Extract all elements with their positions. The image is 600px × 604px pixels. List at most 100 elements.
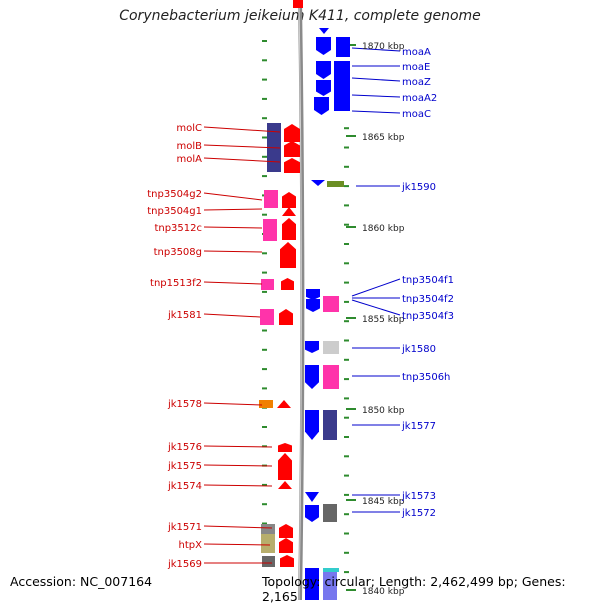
gene-reverse	[278, 453, 292, 480]
gene-label-left: tnp1513f2	[150, 278, 202, 289]
scale-label: 1840 kbp	[362, 587, 405, 597]
gene-leader-left	[203, 543, 271, 546]
gene-leader-right	[351, 77, 401, 82]
gene-leader-right	[351, 110, 401, 114]
tick-mark-right	[344, 378, 349, 381]
gene-reverse	[280, 242, 296, 268]
tick-mark-left	[262, 368, 267, 371]
gene-reverse	[279, 538, 293, 553]
gene-forward	[311, 180, 325, 186]
scale-tick	[346, 44, 356, 46]
gene-leader-left	[203, 484, 273, 487]
tick-mark-left	[262, 78, 267, 81]
gene-leader-left	[203, 313, 261, 318]
tick-mark-left	[262, 136, 267, 139]
gene-label-right: tnp3504f2	[402, 294, 454, 305]
gene-reverse	[279, 309, 293, 325]
gene-leader-left	[203, 525, 273, 529]
tick-mark-right	[344, 532, 349, 535]
gene-leader-right	[351, 94, 401, 98]
gene-label-right: tnp3504f3	[402, 311, 454, 322]
tick-mark-right	[344, 204, 349, 207]
gene-reverse	[282, 192, 296, 208]
tick-mark-left	[262, 329, 267, 332]
tick-mark-right	[344, 455, 349, 458]
tick-mark-right	[344, 397, 349, 400]
gene-label-left: tnp3504g2	[147, 189, 202, 200]
gene-leader-left	[203, 250, 263, 253]
gene-label-right: moaC	[402, 109, 431, 120]
gene-forward	[305, 410, 319, 440]
gene-leader-right	[351, 278, 401, 297]
gene-forward	[316, 61, 331, 79]
gene-box-silver	[323, 341, 339, 354]
gene-label-left: jk1571	[167, 522, 202, 533]
tick-mark-left	[262, 483, 267, 486]
gene-reverse	[282, 207, 296, 216]
gene-forward	[305, 568, 319, 600]
tick-mark-left	[262, 290, 267, 293]
gene-box-indigo	[323, 410, 337, 440]
tick-mark-left	[262, 252, 267, 255]
gene-label-left: jk1581	[167, 310, 202, 321]
tick-mark-right	[344, 416, 349, 419]
gene-label-left: jk1576	[167, 442, 202, 453]
tick-mark-left	[262, 59, 267, 62]
tick-mark-right	[344, 165, 349, 168]
tick-mark-left	[262, 522, 267, 525]
tick-mark-left	[262, 213, 267, 216]
gene-label-left: htpX	[179, 540, 203, 551]
gene-label-left: jk1574	[167, 481, 202, 492]
gene-leader-left	[203, 281, 263, 285]
gene-label-right: moaA2	[402, 93, 437, 104]
scale-label: 1850 kbp	[362, 406, 405, 416]
gene-leader-left	[203, 226, 263, 229]
gene-label-left: tnp3512c	[154, 223, 202, 234]
gene-box-gray	[262, 556, 275, 567]
gene-label-left: jk1569	[167, 559, 202, 570]
tick-mark-right	[344, 281, 349, 284]
tick-mark-left	[262, 40, 267, 42]
gene-box-gray	[261, 524, 275, 534]
tick-mark-right	[344, 243, 349, 245]
gene-label-left: jk1575	[167, 461, 202, 472]
gene-leader-right	[351, 47, 401, 52]
gene-leader-left	[203, 402, 263, 406]
tick-mark-right	[344, 127, 349, 130]
tick-mark-right	[344, 551, 349, 554]
gene-reverse	[278, 481, 292, 489]
scale-tick	[346, 499, 356, 501]
tick-mark-right	[344, 339, 349, 342]
gene-label-right: jk1577	[401, 421, 436, 432]
tick-mark-left	[262, 175, 267, 178]
tick-mark-right	[344, 513, 349, 516]
tick-mark-left	[262, 387, 267, 390]
gene-forward	[305, 365, 319, 389]
gene-label-left: tnp3504g1	[147, 206, 202, 217]
scale-tick	[346, 317, 356, 319]
gene-box-periwinkle	[323, 568, 337, 600]
gene-leader-left	[203, 144, 281, 149]
gene-label-right: moaZ	[402, 77, 431, 88]
scale-label: 1870 kbp	[362, 42, 405, 52]
gene-box-orange	[259, 400, 273, 408]
tick-mark-right	[344, 223, 349, 226]
gene-forward	[336, 37, 350, 57]
gene-reverse	[284, 141, 300, 157]
scale-label: 1860 kbp	[362, 224, 405, 234]
gene-box-gray	[323, 504, 337, 522]
gene-box-pink	[323, 365, 339, 389]
gene-leader-right	[351, 299, 401, 316]
tick-mark-left	[262, 426, 267, 428]
gene-label-left: molB	[177, 141, 203, 152]
gene-leader-left	[203, 464, 273, 467]
gene-box-pink	[264, 190, 278, 208]
gene-leader-left	[203, 192, 263, 201]
gene-leader-left	[203, 445, 273, 448]
gene-leader-left	[203, 208, 263, 211]
gene-label-left: tnp3508g	[154, 247, 202, 258]
gene-forward	[305, 341, 319, 353]
scale-tick	[346, 408, 356, 410]
